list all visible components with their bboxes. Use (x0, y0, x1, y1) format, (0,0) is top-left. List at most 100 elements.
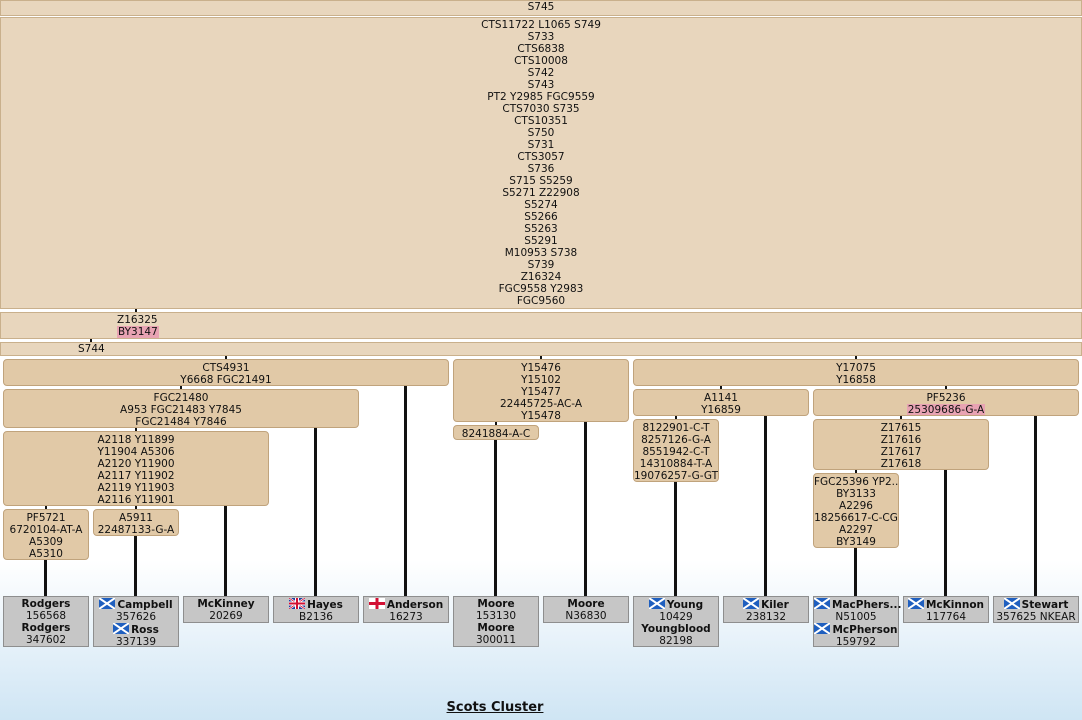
snp-label: Y15476 (521, 362, 561, 374)
kit-number: 82198 (659, 635, 693, 647)
connector (135, 506, 137, 510)
snp-label: CTS6838 (517, 43, 565, 55)
kit-number: 337139 (115, 636, 157, 648)
snp-label: S742 (527, 67, 555, 79)
snp-label: 22487133-G-A (97, 524, 175, 536)
snp-label: Z17616 (880, 434, 922, 446)
connector (180, 386, 182, 390)
node-pf5236[interactable]: PF5236 25309686-G-A (813, 389, 1079, 416)
kit-number: 238132 (745, 611, 787, 623)
surname: Kiler (761, 599, 789, 611)
surname: Moore (477, 598, 515, 610)
branch-line (44, 560, 47, 596)
snp-label: A2117 Y11902 (97, 470, 175, 482)
surname: Youngblood (641, 623, 711, 635)
connector (540, 356, 542, 360)
snp-label: S5274 (524, 199, 558, 211)
snp-label: A2119 Y11903 (97, 482, 175, 494)
branch-line (674, 482, 677, 596)
england-flag-icon (368, 598, 387, 611)
kit-number: 117764 (925, 611, 967, 623)
person-name: McKinney (184, 598, 268, 610)
snp-label: Y16858 (836, 374, 876, 386)
snp-label: CTS10008 (514, 55, 568, 67)
kit-number: N36830 (565, 610, 607, 622)
scotland-flag-icon (907, 598, 926, 611)
person-name: Moore (454, 622, 538, 634)
snp-label: A1141 (704, 392, 738, 404)
scotland-flag-icon (1003, 598, 1022, 611)
connector (135, 428, 137, 432)
snp-label: A5911 (119, 512, 153, 524)
snp-label: M10953 S738 (504, 247, 578, 259)
connector (675, 416, 677, 420)
person-name: McPherson (814, 623, 898, 636)
snp-label: CTS11722 L1065 S749 (481, 19, 601, 31)
person-name: Rodgers (4, 598, 88, 610)
person-name: Young (634, 598, 718, 611)
connector (45, 506, 47, 510)
branch-line (584, 422, 587, 596)
person-name: Rodgers (4, 622, 88, 634)
band-z16325: Z16325 BY3147 (0, 312, 1082, 339)
person-name: Anderson (364, 598, 448, 611)
diagram-title[interactable]: Scots Cluster (446, 700, 544, 715)
person-name: MacPhers... (814, 598, 901, 611)
node-8241884[interactable]: 8241884-A-C (453, 425, 539, 440)
scotland-flag-icon (99, 598, 117, 611)
highlighted-snp: 25309686-G-A (906, 404, 986, 416)
kit-number: B2136 (299, 611, 333, 623)
person-name: Moore (544, 598, 628, 610)
snp-label: Y6668 FGC21491 (180, 374, 272, 386)
kit-number: N51005 (835, 611, 877, 623)
snp-label: 8551942-C-T (642, 446, 710, 458)
surname: McPherson (832, 624, 898, 636)
scotland-flag-icon (743, 598, 761, 611)
snp-label: FGC9560 (516, 295, 566, 307)
snp-label: Y15102 (521, 374, 561, 386)
snp-label: CTS4931 (202, 362, 250, 374)
snp-label: S745 (527, 1, 555, 13)
branch-line (314, 428, 317, 596)
snp-label: Z16325 (117, 314, 158, 326)
snp-label: FGC25396 YP2... (814, 476, 899, 488)
snp-label: Y15477 (521, 386, 561, 398)
snp-label: S744 (78, 343, 105, 355)
snp-label: 6720104-AT-A (9, 524, 83, 536)
branch-line (494, 440, 497, 596)
snp-label: PF5236 (926, 392, 966, 404)
connector (225, 356, 227, 360)
connector (945, 386, 947, 390)
scotland-flag-icon (648, 598, 667, 611)
root-band-s745: S745 (0, 0, 1082, 16)
person-name: Ross (94, 623, 178, 636)
snp-label: Z17615 (880, 422, 922, 434)
branch-line (134, 536, 137, 596)
snp-label: S739 (527, 259, 555, 271)
surname: Rodgers (21, 622, 71, 634)
